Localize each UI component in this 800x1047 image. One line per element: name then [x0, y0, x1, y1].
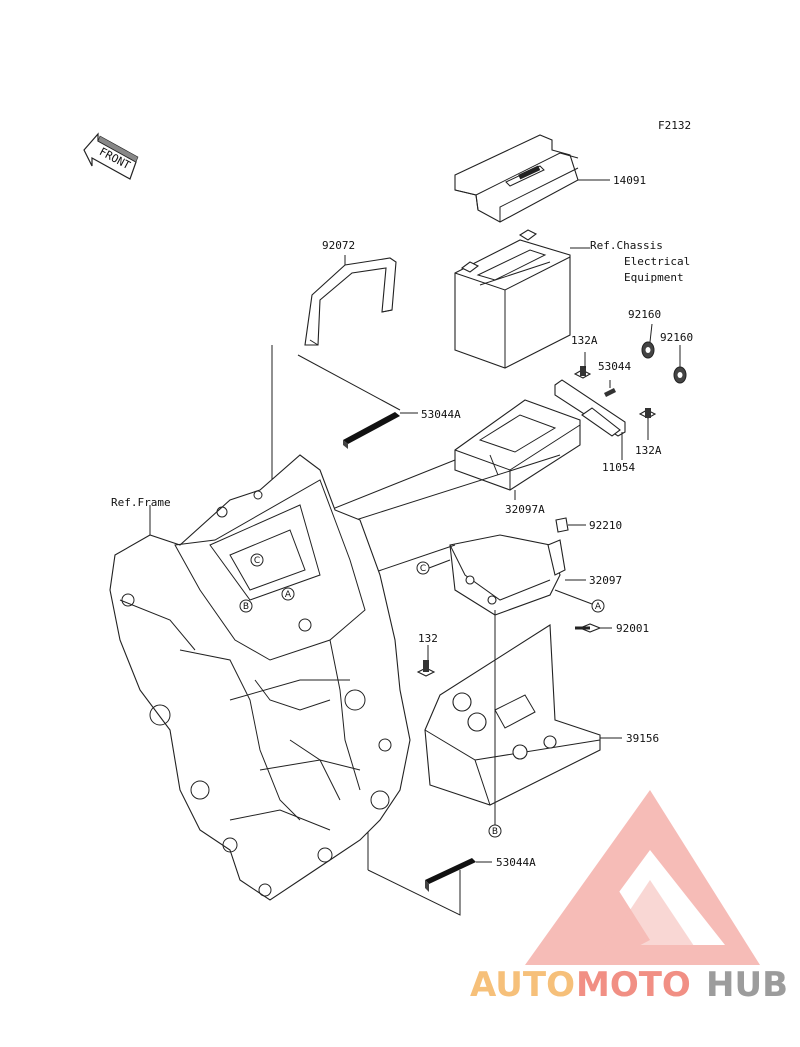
main-frame [109, 454, 411, 901]
bolt-132a-top [573, 366, 592, 379]
bolt-92001 [575, 623, 602, 633]
grommet-92160-b [673, 366, 687, 384]
callout-b-frame: B [239, 599, 253, 613]
bolt-132a-right [638, 408, 657, 419]
callout-a-tray: A [591, 599, 605, 613]
svg-text:HUB: HUB [706, 965, 788, 1005]
watermark-logo [525, 790, 760, 965]
grommet-92160-a [641, 341, 655, 359]
svg-text:C: C [420, 564, 426, 574]
svg-text:A: A [595, 602, 602, 612]
callout-c-frame: C [250, 553, 264, 567]
label-92160-a: 92160 [628, 308, 661, 321]
bolt-132 [416, 660, 436, 677]
callout-c-tray: C [416, 561, 430, 575]
label-ref-chassis-1: Ref.Chassis [590, 239, 663, 252]
label-53044a-top: 53044A [421, 408, 461, 421]
callout-b-case: B [488, 824, 502, 838]
battery-strap-92072 [304, 257, 397, 346]
label-132: 132 [418, 632, 438, 645]
lower-case-39156 [424, 624, 601, 806]
svg-text:B: B [243, 602, 249, 612]
label-39156: 39156 [626, 732, 659, 745]
figure-code: F2132 [658, 119, 691, 132]
battery-tray-32097a [454, 399, 581, 491]
svg-text:MOTO: MOTO [576, 965, 691, 1005]
svg-text:B: B [492, 827, 498, 837]
tray-bracket-32097 [449, 534, 566, 616]
label-92210: 92210 [589, 519, 622, 532]
label-92160-b: 92160 [660, 331, 693, 344]
label-32097a: 32097A [505, 503, 545, 516]
callout-a-frame: A [281, 587, 295, 601]
label-53044a-bottom: 53044A [496, 856, 536, 869]
guide-lines [149, 345, 561, 916]
pad-53044 [604, 388, 616, 397]
label-132a-top: 132A [571, 334, 598, 347]
label-ref-chassis-2: Electrical [624, 255, 690, 268]
bracket-11054 [554, 379, 626, 437]
front-arrow-icon: FRONT [83, 132, 139, 180]
label-132a-right: 132A [635, 444, 662, 457]
label-14091: 14091 [613, 174, 646, 187]
battery [454, 229, 571, 369]
spacer-53044a-top [343, 412, 400, 449]
label-53044: 53044 [598, 360, 631, 373]
watermark-text: AUTO MOTO HUB [470, 965, 788, 1005]
svg-text:A: A [285, 590, 292, 600]
label-ref-frame: Ref.Frame [111, 496, 171, 509]
svg-text:AUTO: AUTO [470, 965, 575, 1005]
clip-92210 [555, 517, 569, 533]
battery-cover-14091 [454, 134, 579, 223]
label-11054: 11054 [602, 461, 635, 474]
svg-text:C: C [254, 556, 260, 566]
spacer-53044a-bottom [425, 858, 476, 892]
label-92072: 92072 [322, 239, 355, 252]
label-92001: 92001 [616, 622, 649, 635]
label-ref-chassis-3: Equipment [624, 271, 684, 284]
label-32097: 32097 [589, 574, 622, 587]
